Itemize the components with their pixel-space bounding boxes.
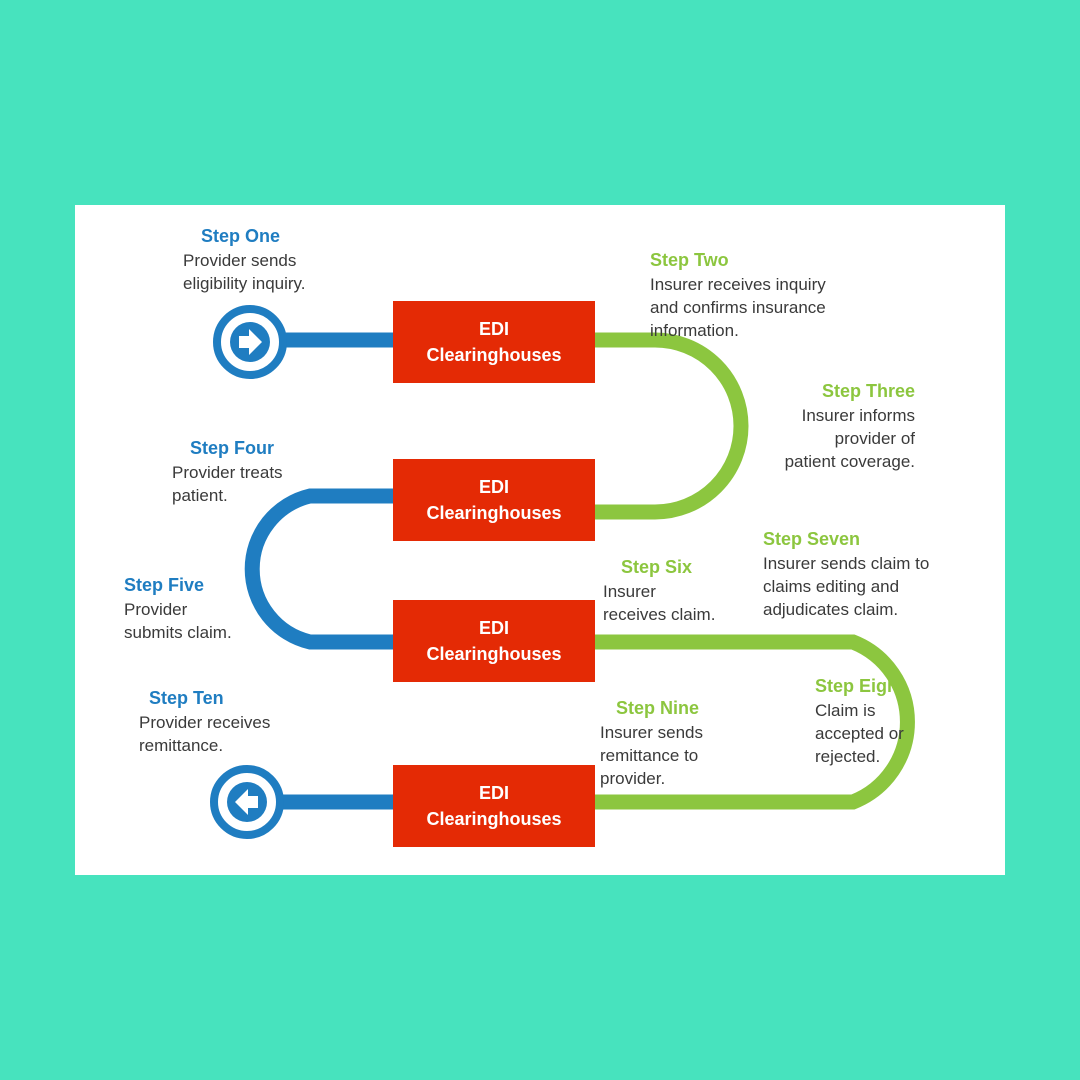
step-title: Step One bbox=[201, 226, 281, 246]
step-title: Step Four bbox=[190, 438, 274, 458]
step-five: Step Five Provider submits claim. bbox=[124, 574, 232, 644]
step-one: Step One Provider sends eligibility inqu… bbox=[183, 225, 306, 295]
step-description: Insurer receives claim. bbox=[603, 582, 716, 624]
step-nine: Step Nine Insurer sends remittance to pr… bbox=[600, 697, 703, 790]
edi-clearinghouse-box-2: EDI Clearinghouses bbox=[393, 459, 595, 541]
clearinghouses-label: Clearinghouses bbox=[426, 345, 562, 365]
step-description: Insurer sends remittance to provider. bbox=[600, 723, 703, 788]
edi-label: EDI bbox=[478, 319, 509, 339]
edi-label: EDI bbox=[478, 477, 509, 497]
step-four: Step Four Provider treats patient. bbox=[172, 437, 283, 507]
clearinghouses-label: Clearinghouses bbox=[426, 809, 562, 829]
step-description: Provider treats patient. bbox=[172, 463, 283, 505]
flow-path bbox=[210, 305, 915, 839]
diagram-card: EDI Clearinghouses EDI Clearinghouses ED… bbox=[75, 205, 1005, 875]
step-description: Claim is accepted or rejected. bbox=[815, 701, 904, 766]
step-title: Step Five bbox=[124, 575, 205, 595]
step-ten: Step Ten Provider receives remittance. bbox=[139, 687, 270, 757]
edi-label: EDI bbox=[478, 783, 509, 803]
arrow-left-circle-icon bbox=[210, 765, 284, 839]
arrow-right-circle-icon bbox=[213, 305, 287, 379]
step-two: Step Two Insurer receives inquiry and co… bbox=[650, 249, 826, 342]
edi-clearinghouse-box-4: EDI Clearinghouses bbox=[393, 765, 595, 847]
step-title: Step Nine bbox=[616, 698, 700, 718]
step-eight: Step Eight Claim is accepted or rejected… bbox=[815, 675, 904, 768]
step-description: Provider receives remittance. bbox=[139, 713, 271, 755]
step-seven: Step Seven Insurer sends claim to claims… bbox=[763, 528, 929, 621]
step-title: Step Six bbox=[621, 557, 693, 577]
step-description: Insurer informs provider of patient cove… bbox=[784, 406, 915, 471]
blue-loop bbox=[244, 488, 395, 650]
step-description: Provider submits claim. bbox=[124, 600, 232, 642]
clearinghouses-label: Clearinghouses bbox=[426, 644, 562, 664]
edi-clearinghouse-box-1: EDI Clearinghouses bbox=[393, 301, 595, 383]
step-description: Provider sends eligibility inquiry. bbox=[183, 251, 306, 293]
step-title: Step Ten bbox=[149, 688, 224, 708]
green-loop-1 bbox=[590, 332, 749, 520]
step-title: Step Seven bbox=[763, 529, 861, 549]
edi-clearinghouse-box-3: EDI Clearinghouses bbox=[393, 600, 595, 682]
step-title: Step Three bbox=[821, 381, 915, 401]
step-description: Insurer receives inquiry and confirms in… bbox=[650, 275, 826, 340]
step-description: Insurer sends claim to claims editing an… bbox=[763, 554, 930, 619]
clearinghouses-label: Clearinghouses bbox=[426, 503, 562, 523]
step-three: Step Three Insurer informs provider of p… bbox=[755, 380, 915, 473]
edi-label: EDI bbox=[478, 618, 509, 638]
step-title: Step Eight bbox=[815, 676, 904, 696]
step-title: Step Two bbox=[650, 250, 729, 270]
step-six: Step Six Insurer receives claim. bbox=[603, 556, 715, 626]
green-loop-2 bbox=[590, 634, 915, 810]
